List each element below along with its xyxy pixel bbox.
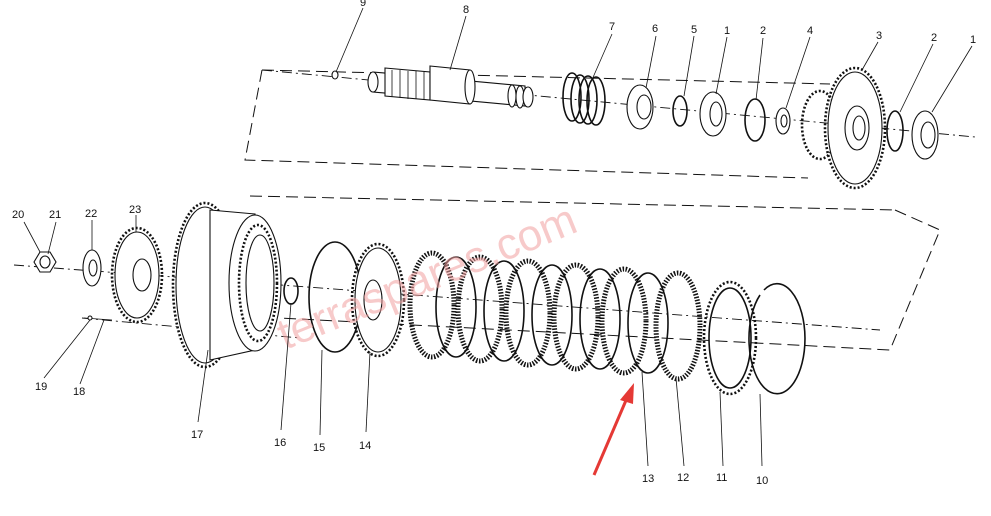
callout-5: 5 bbox=[691, 24, 697, 36]
callout-3: 3 bbox=[876, 30, 882, 42]
callout-6: 6 bbox=[652, 23, 658, 35]
watermark: terraspares.com bbox=[270, 195, 583, 360]
callout-23: 23 bbox=[129, 204, 141, 216]
callout-4: 4 bbox=[807, 25, 813, 37]
callout-7: 7 bbox=[609, 21, 615, 33]
part-2-snap-ring-a bbox=[744, 98, 766, 142]
part-11-end-plate bbox=[702, 280, 758, 396]
callout-18: 18 bbox=[73, 386, 85, 398]
part-16-snap-ring bbox=[283, 277, 299, 305]
callout-labels: 9 8 7 6 5 1 2 4 3 2 1 20 21 22 23 19 18 … bbox=[12, 0, 976, 487]
callout-12: 12 bbox=[677, 472, 689, 484]
callout-21: 21 bbox=[49, 209, 61, 221]
part-8-input-shaft bbox=[367, 65, 534, 109]
part-22-washer bbox=[82, 249, 102, 287]
part-19-18-pin-spring bbox=[83, 315, 113, 321]
part-1-bearing-a bbox=[699, 91, 727, 137]
callout-13: 13 bbox=[642, 473, 654, 485]
part-4-washer bbox=[775, 107, 791, 135]
part-12-friction-disc bbox=[653, 270, 703, 382]
callout-19: 19 bbox=[35, 381, 47, 393]
callout-2a: 2 bbox=[760, 25, 766, 37]
callout-8: 8 bbox=[463, 4, 469, 16]
part-3-gear bbox=[800, 66, 887, 190]
part-14-piston bbox=[350, 242, 406, 358]
part-23-gear bbox=[110, 226, 164, 324]
callout-22: 22 bbox=[85, 208, 97, 220]
part-7-spring bbox=[562, 72, 606, 126]
callout-2b: 2 bbox=[931, 32, 937, 44]
highlight-arrow bbox=[592, 383, 634, 476]
callout-1b: 1 bbox=[970, 34, 976, 46]
callout-17: 17 bbox=[191, 429, 203, 441]
part-10-snap-ring bbox=[748, 282, 806, 395]
callout-16: 16 bbox=[274, 437, 286, 449]
part-1-bearing-b bbox=[911, 110, 939, 160]
part-17-drum-gear bbox=[171, 201, 282, 369]
part-13-clutch-pack bbox=[407, 250, 669, 376]
callout-14: 14 bbox=[359, 440, 371, 452]
part-5-washer bbox=[672, 95, 688, 127]
callout-15: 15 bbox=[313, 442, 325, 454]
part-9-pin bbox=[331, 70, 339, 80]
leader-lines bbox=[23, 7, 973, 467]
callout-11: 11 bbox=[716, 472, 727, 484]
callout-20: 20 bbox=[12, 209, 24, 221]
part-6-cup bbox=[626, 84, 654, 130]
callout-1a: 1 bbox=[724, 25, 730, 37]
callout-9: 9 bbox=[360, 0, 366, 9]
callout-10: 10 bbox=[756, 475, 768, 487]
part-20-nut bbox=[33, 251, 57, 273]
part-2-snap-ring-b bbox=[886, 110, 904, 152]
